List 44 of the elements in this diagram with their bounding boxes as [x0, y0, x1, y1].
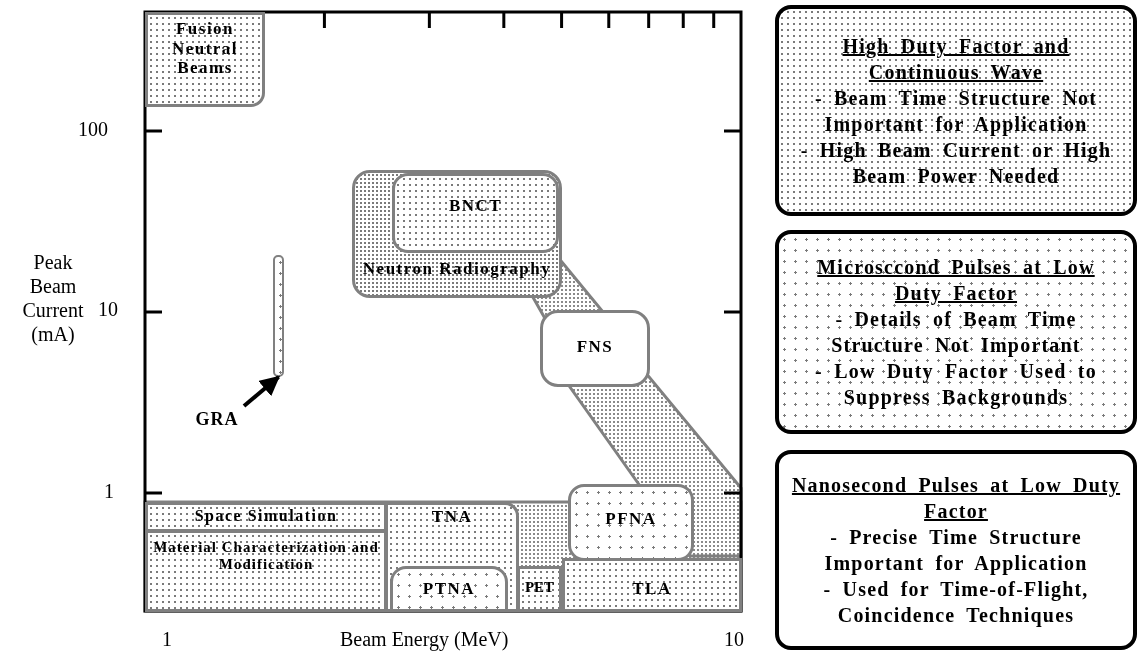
- tick-label: 10: [98, 298, 118, 321]
- region-box: [390, 566, 508, 612]
- legend-text: - Used for Time-of-Flight, Coincidence Techniques: [822, 577, 1090, 628]
- arrow: [242, 375, 281, 408]
- region-box: [145, 502, 387, 532]
- region-box: [392, 173, 559, 253]
- legend-text: - Beam Time Structure Not Important for Application: [813, 85, 1099, 137]
- region-box: [540, 310, 650, 387]
- legend-text: - Low Duty Factor Used to Suppress Backgrounds: [814, 359, 1098, 410]
- region-box: [352, 170, 562, 298]
- region-label: Fusion Neutral Beams: [170, 19, 240, 78]
- region-label: PTNA: [422, 579, 476, 599]
- legend-heading: High Duty Factor and Continuous Wave: [841, 33, 1071, 85]
- region-box: [562, 558, 742, 612]
- region-label: BNCT: [448, 196, 503, 216]
- axis-title: Peak Beam Current (mA): [21, 250, 85, 346]
- axis-title: Beam Energy (MeV): [340, 628, 509, 651]
- tick-label: 1: [162, 628, 172, 651]
- region-label: PFNA: [605, 509, 657, 529]
- legend-text: - Precise Time Structure Important for Application: [823, 525, 1089, 576]
- region-label: Material Characterization and Modification: [152, 539, 380, 574]
- region-label: Space Simulation: [194, 507, 338, 526]
- legend-box: [775, 230, 1137, 434]
- region-label: Neutron Radiography: [362, 259, 552, 279]
- region-box: [385, 502, 519, 612]
- legend-heading: Nanosecond Pulses at Low Duty Factor: [791, 473, 1121, 524]
- tick-label: 1: [104, 480, 114, 503]
- region-label: PET: [524, 579, 555, 597]
- tick-label: 100: [78, 118, 108, 141]
- legend-box: [775, 5, 1137, 216]
- legend-text: - Details of Beam Time Structure Not Important: [830, 307, 1082, 358]
- region-box: [568, 484, 694, 561]
- legend-box: [775, 450, 1137, 650]
- tick-label: 10: [724, 628, 744, 651]
- region-box: [517, 566, 562, 612]
- region-box: [145, 12, 265, 107]
- text-label: GRA: [186, 406, 248, 432]
- region-label: TLA: [632, 579, 672, 599]
- bar-marker: [273, 255, 284, 377]
- legend-text: - High Beam Current or High Beam Power Needed: [799, 137, 1113, 189]
- region-label: FNS: [576, 337, 614, 357]
- legend-heading: Microsccond Pulses at Low Duty Factor: [816, 255, 1096, 306]
- region-box: [145, 530, 387, 612]
- region-label: TNA: [431, 507, 473, 527]
